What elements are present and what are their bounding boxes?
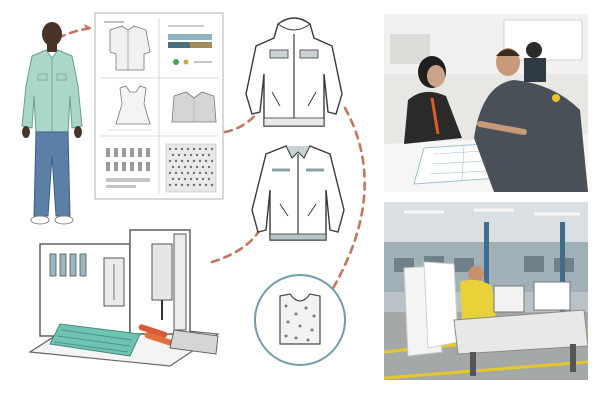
- tech-pack-sheet: [94, 12, 224, 200]
- head: [42, 22, 62, 46]
- techpack-tank-flat: [108, 85, 152, 131]
- orange-spool-1: [138, 324, 168, 338]
- bomber-jacket-sketch: [251, 145, 345, 241]
- crop-top-swatch: [254, 274, 346, 366]
- design-meeting-photo: [384, 14, 588, 192]
- neck: [47, 44, 57, 52]
- connector-hoodie-to-cropTop: [330, 106, 366, 292]
- techpack-grey-flat: [171, 91, 217, 123]
- sewing-machine-illustration: [28, 229, 220, 367]
- teal-fabric: [49, 323, 141, 357]
- techpack-size-grid: [106, 148, 150, 188]
- factory-floor-photo: [384, 202, 588, 380]
- orange-spool-2: [144, 332, 174, 346]
- techpack-swatches: [168, 25, 212, 65]
- factory-floor-scene: [384, 202, 588, 380]
- techpack-shirt-flat: [104, 21, 151, 71]
- connector-techpack-to-bomber: [223, 110, 260, 134]
- arrow-head: [84, 24, 92, 29]
- hooded-jacket-sketch: [245, 17, 343, 127]
- design-meeting-scene: [384, 14, 588, 192]
- mannequin-figure: [21, 22, 83, 225]
- jeans: [33, 131, 71, 217]
